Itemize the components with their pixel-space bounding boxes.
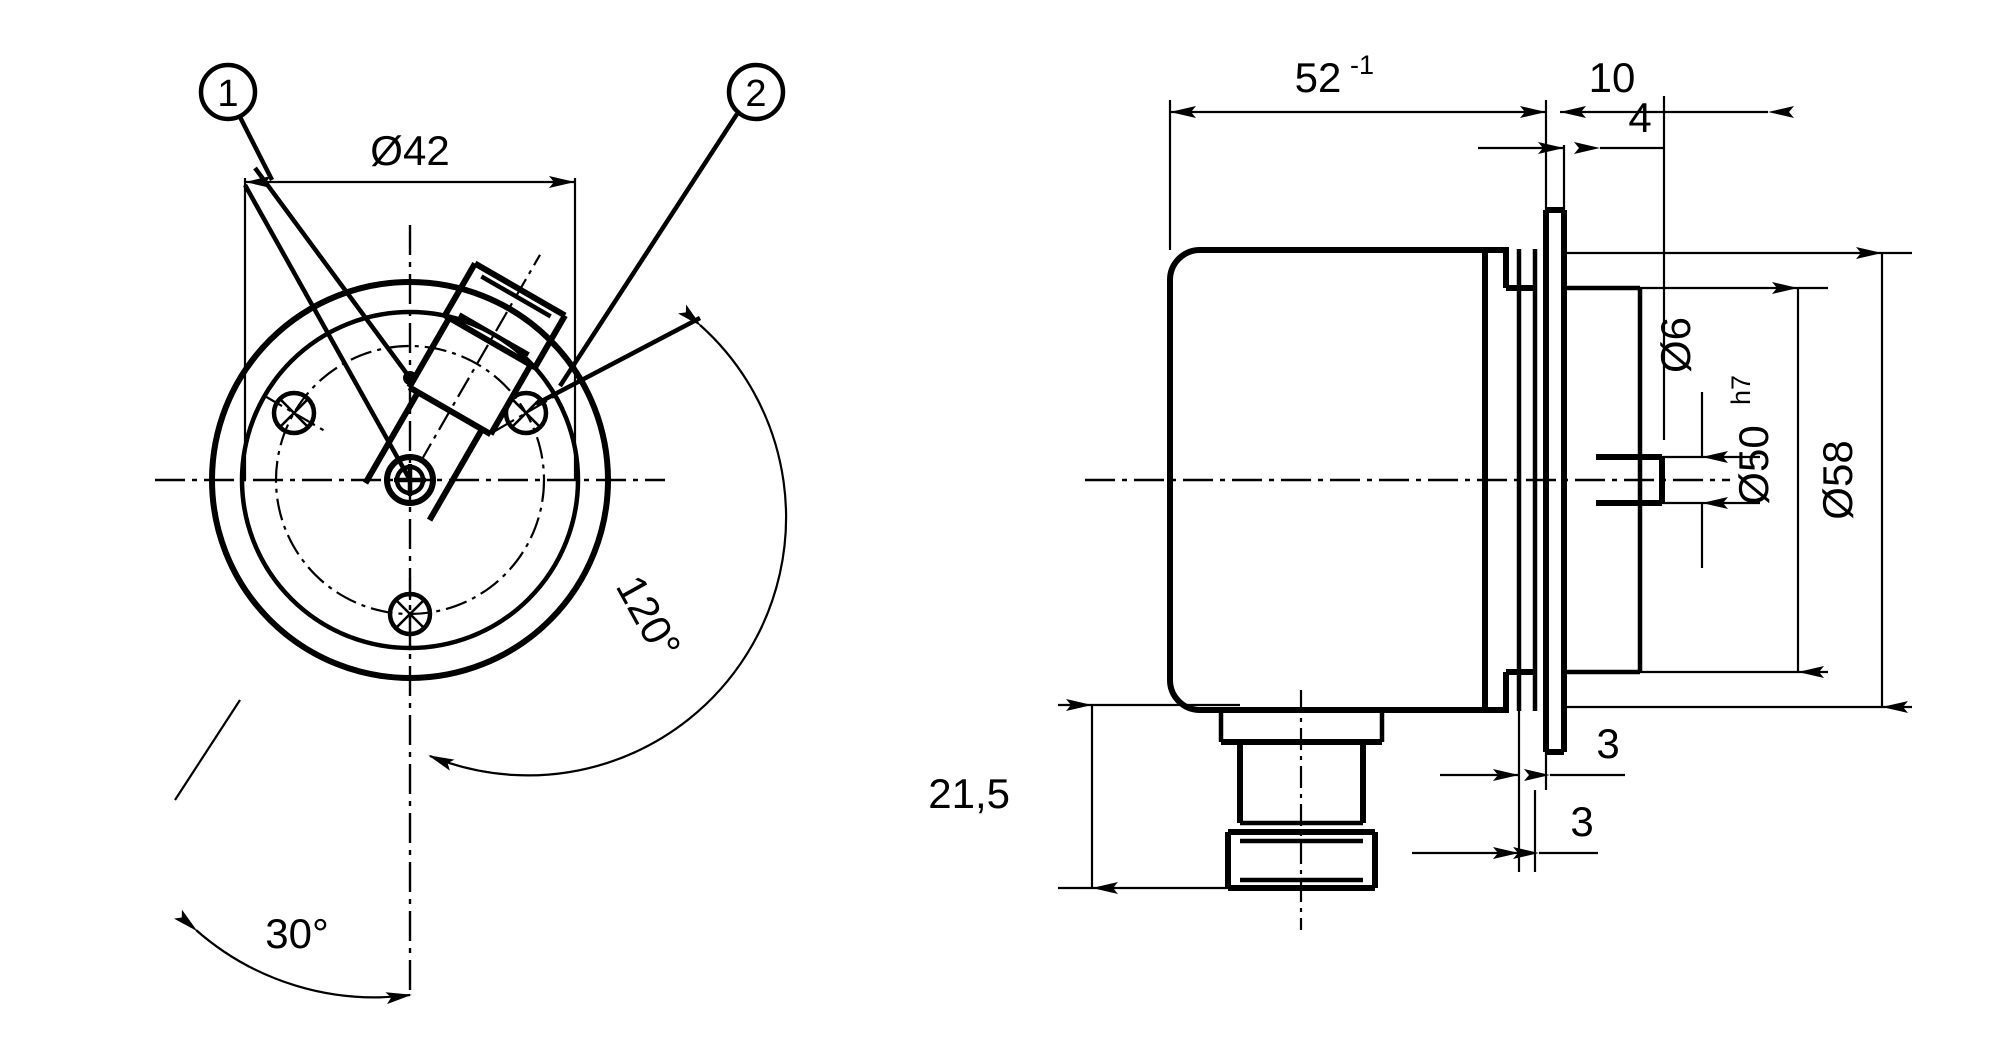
step-top — [1485, 247, 1509, 288]
side-view: 52 -1 10 4 Ø6 Ø — [928, 50, 1912, 930]
side-connector — [1218, 690, 1385, 930]
mounting-hole-left — [262, 390, 326, 436]
dimension-52: 52 -1 — [1168, 50, 1548, 250]
dimension-diameter-50h7: Ø50 h7 — [1640, 282, 1828, 678]
dimension-label-4: 4 — [1628, 94, 1651, 141]
dimension-label-30: 30° — [265, 910, 329, 957]
dimension-label-52: 52 — [1295, 54, 1342, 101]
dimension-label-10: 10 — [1589, 54, 1636, 101]
dimension-3-upper: 3 — [1440, 711, 1625, 790]
dimension-diameter-58: Ø58 — [1564, 247, 1912, 713]
dimension-label-120: 120° — [607, 568, 690, 667]
dimension-label-d6: Ø6 — [1652, 317, 1699, 373]
balloon-2-label: 2 — [745, 73, 766, 115]
front-view: Ø42 1 2 120° 3 — [155, 62, 788, 1005]
ref-line-120 — [534, 316, 702, 406]
arc-30 — [174, 909, 412, 1005]
arc-120 — [428, 304, 788, 777]
ref-line-30 — [174, 699, 241, 801]
dimension-label-d50-fit: h7 — [1726, 375, 1756, 405]
dimension-angle-30: 30° — [174, 699, 412, 1005]
balloon-1[interactable]: 1 — [198, 62, 417, 482]
dimension-label-d50: Ø50 — [1730, 425, 1777, 504]
dimension-label-3-upper: 3 — [1596, 720, 1619, 767]
dimension-10: 10 — [1560, 54, 1794, 440]
dimension-label-d58: Ø58 — [1814, 440, 1861, 519]
dimension-label-d42: Ø42 — [370, 127, 449, 174]
dimension-label-3-lower: 3 — [1570, 798, 1593, 845]
dimension-21-5: 21,5 — [928, 699, 1240, 894]
balloon-2[interactable]: 2 — [558, 62, 786, 388]
dimension-label-52-superscript: -1 — [1350, 50, 1374, 80]
dimension-diameter-6: Ø6 — [1652, 317, 1760, 568]
dimension-3-lower: 3 — [1412, 790, 1598, 872]
encoder-body — [1167, 247, 1488, 713]
step-bottom — [1485, 672, 1509, 713]
dimension-4: 4 — [1478, 94, 1664, 210]
dimension-label-215: 21,5 — [928, 770, 1010, 817]
dimension-angle-120: 120° — [428, 304, 788, 777]
balloon-1-label: 1 — [217, 73, 238, 115]
